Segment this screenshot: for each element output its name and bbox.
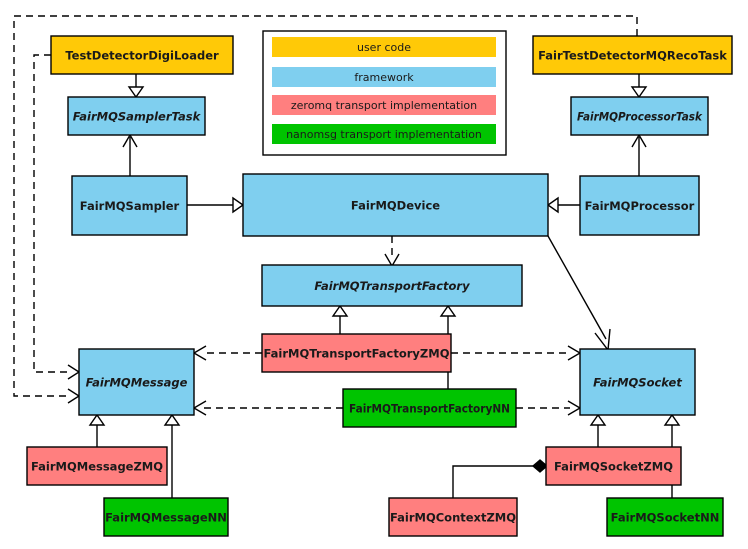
class-name-test-detector-digi-loader: TestDetectorDigiLoader — [65, 49, 219, 63]
edge-layer — [13, 15, 681, 498]
edge-messagenn-message-arrowhead — [163, 413, 181, 426]
edge-digiloader-message-arrowhead — [67, 364, 81, 380]
node-layer: TestDetectorDigiLoaderFairMQSamplerTaskF… — [26, 35, 733, 537]
edge-recotask-message-arrowhead — [67, 388, 81, 404]
class-box-fill-fair-mqprocessor-task — [570, 96, 709, 136]
class-box-fill-fair-mqsampler — [71, 175, 188, 236]
edge-factoryzmq-factory-arrowhead — [331, 304, 349, 317]
class-box-fair-mqtransport-factory[interactable]: FairMQTransportFactory — [261, 264, 523, 307]
class-box-fair-mqprocessor-task[interactable]: FairMQProcessorTask — [570, 96, 709, 136]
edge-socketzmq-socket-arrowhead — [589, 413, 607, 426]
edge-factoryzmq-message-arrowhead — [192, 345, 207, 361]
class-box-fair-mqtransport-factory-nn[interactable]: FairMQTransportFactoryNN — [342, 388, 517, 428]
class-name-fair-mqtransport-factory-zmq: FairMQTransportFactoryZMQ — [263, 347, 449, 361]
class-box-fill-fair-mqsampler-task — [67, 96, 206, 136]
edge-digiloader-samplertask-arrowhead — [127, 86, 145, 99]
edge-recotask-message — [13, 15, 638, 397]
class-box-fair-mqsocket-zmq[interactable]: FairMQSocketZMQ — [545, 446, 682, 486]
class-box-fair-mqsocket-nn[interactable]: FairMQSocketNN — [606, 497, 724, 537]
class-box-fill-fair-mqtransport-factory-nn — [342, 388, 517, 428]
legend-swatch-user-code — [272, 37, 496, 57]
legend: user code framework zeromq transport imp… — [262, 30, 507, 156]
class-box-fill-fair-mqdevice — [242, 173, 549, 237]
class-box-test-detector-digi-loader[interactable]: TestDetectorDigiLoader — [50, 35, 234, 75]
edge-factoryzmq-socket-arrowhead — [567, 345, 582, 361]
class-name-fair-mqmessage: FairMQMessage — [86, 376, 188, 390]
class-box-fair-mqsampler-task[interactable]: FairMQSamplerTask — [67, 96, 206, 136]
class-name-fair-mqsocket-zmq: FairMQSocketZMQ — [554, 460, 673, 474]
edge-factorynn-factory-arrowhead — [439, 304, 457, 317]
class-box-fill-fair-test-detector-mqreco-task — [532, 35, 733, 75]
legend-swatch-nanomsg — [272, 124, 496, 144]
class-box-fill-fair-mqmessage — [78, 348, 195, 416]
class-name-fair-mqtransport-factory-nn: FairMQTransportFactoryNN — [349, 402, 510, 416]
edge-socketnn-socket-arrowhead — [663, 413, 681, 426]
class-box-fill-fair-mqprocessor — [579, 175, 700, 236]
class-box-fill-fair-mqtransport-factory-zmq — [261, 333, 452, 373]
class-name-fair-mqsampler-task: FairMQSamplerTask — [73, 110, 202, 124]
class-name-fair-mqprocessor: FairMQProcessor — [585, 199, 695, 213]
legend-swatch-zeromq — [272, 95, 496, 115]
class-name-fair-mqtransport-factory: FairMQTransportFactory — [314, 279, 470, 293]
class-box-fair-mqtransport-factory-zmq[interactable]: FairMQTransportFactoryZMQ — [261, 333, 452, 373]
class-name-fair-test-detector-mqreco-task: FairTestDetectorMQRecoTask — [538, 49, 727, 63]
class-name-fair-mqmessage-nn: FairMQMessageNN — [105, 511, 227, 525]
legend-label-framework: framework — [354, 71, 414, 84]
class-box-fair-mqsocket[interactable]: FairMQSocket — [579, 348, 696, 416]
class-box-fill-fair-mqmessage-nn — [103, 497, 229, 537]
edge-recotask-processortask-arrowhead — [630, 86, 648, 99]
edge-device-socket — [547, 235, 607, 340]
class-box-fill-fair-mqcontext-zmq — [388, 497, 518, 537]
class-box-fill-fair-mqmessage-zmq — [26, 446, 168, 486]
edge-contextzmq-socketzmq — [452, 465, 533, 498]
class-name-fair-mqprocessor-task: FairMQProcessorTask — [577, 110, 703, 124]
legend-label-user-code: user code — [357, 41, 411, 54]
class-name-fair-mqsampler: FairMQSampler — [80, 199, 180, 213]
class-box-fill-fair-mqsocket-nn — [606, 497, 724, 537]
legend-swatch-framework — [272, 67, 496, 87]
edge-processor-device-arrowhead — [546, 196, 559, 214]
class-box-fair-mqsampler[interactable]: FairMQSampler — [71, 175, 188, 236]
class-box-fill-fair-mqtransport-factory — [261, 264, 523, 307]
class-box-fair-mqcontext-zmq[interactable]: FairMQContextZMQ — [388, 497, 518, 537]
class-box-fair-mqmessage[interactable]: FairMQMessage — [78, 348, 195, 416]
class-name-fair-mqcontext-zmq: FairMQContextZMQ — [390, 511, 516, 525]
edge-messagezmq-message-arrowhead — [88, 413, 106, 426]
legend-label-zeromq: zeromq transport implementation — [291, 99, 477, 112]
class-box-fair-test-detector-mqreco-task[interactable]: FairTestDetectorMQRecoTask — [532, 35, 733, 75]
class-name-fair-mqmessage-zmq: FairMQMessageZMQ — [31, 460, 163, 474]
legend-label-nanomsg: nanomsg transport implementation — [286, 128, 482, 141]
class-name-fair-mqsocket-nn: FairMQSocketNN — [611, 511, 720, 525]
edge-contextzmq-socketzmq-diamond — [531, 459, 549, 473]
edge-device-transportfactory-arrowhead — [384, 253, 400, 268]
class-box-fill-fair-mqsocket-zmq — [545, 446, 682, 486]
class-box-fill-test-detector-digi-loader — [50, 35, 234, 75]
class-name-fair-mqsocket: FairMQSocket — [593, 376, 682, 390]
class-box-fair-mqdevice[interactable]: FairMQDevice — [242, 173, 549, 237]
edge-sampler-device-arrowhead — [232, 196, 245, 214]
edge-digiloader-message — [33, 54, 70, 373]
class-name-fair-mqdevice: FairMQDevice — [351, 199, 440, 213]
class-box-fair-mqmessage-zmq[interactable]: FairMQMessageZMQ — [26, 446, 168, 486]
class-box-fair-mqmessage-nn[interactable]: FairMQMessageNN — [103, 497, 229, 537]
class-box-fair-mqprocessor[interactable]: FairMQProcessor — [579, 175, 700, 236]
class-box-fill-fair-mqsocket — [579, 348, 696, 416]
